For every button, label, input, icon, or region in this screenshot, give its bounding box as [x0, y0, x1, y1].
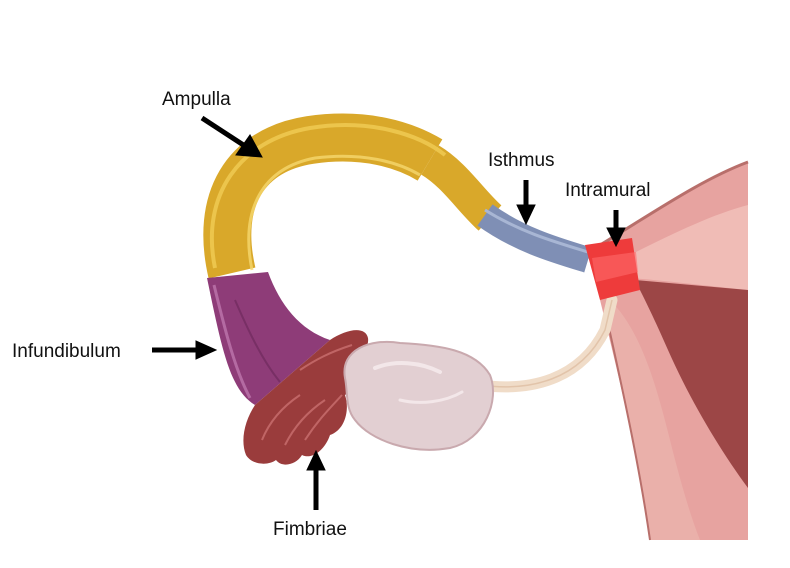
isthmus-label: Isthmus [488, 150, 555, 171]
ovarian-ligament [474, 294, 618, 393]
ampulla-segment [203, 113, 443, 279]
fimbriae-arrowhead [306, 449, 326, 471]
isthmus-arrowhead [516, 204, 536, 226]
infundibulum-label: Infundibulum [12, 341, 121, 362]
fimbriae-label: Fimbriae [273, 519, 347, 540]
ampulla-label: Ampulla [162, 89, 231, 110]
infundibulum-arrowhead [195, 340, 218, 360]
uterus [599, 160, 749, 541]
intramural-segment [585, 238, 640, 300]
ampulla-arrow [200, 115, 250, 151]
arrows [152, 115, 626, 510]
isthmus-segment [477, 204, 592, 273]
intramural-arrowhead [606, 227, 626, 248]
ampulla-arrowhead [235, 134, 263, 158]
ovary [343, 341, 495, 451]
intramural-label: Intramural [565, 180, 651, 201]
fimbriae [243, 330, 369, 465]
